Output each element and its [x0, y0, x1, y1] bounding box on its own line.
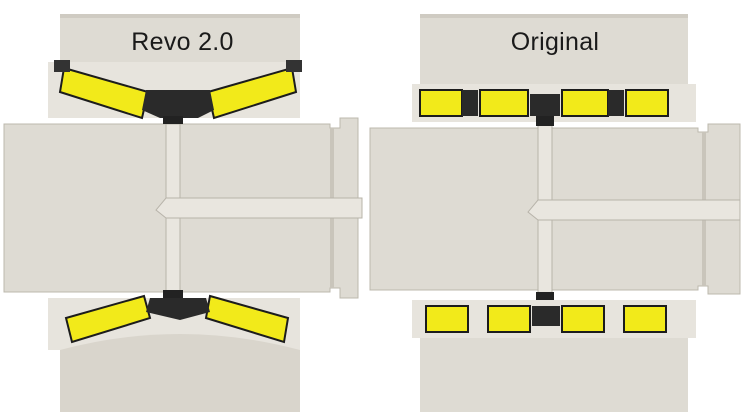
revo-top-cage — [142, 90, 214, 118]
roller — [64, 294, 152, 344]
original-horizontal-bore — [527, 199, 741, 221]
roller — [623, 305, 667, 333]
original-top-rollers — [419, 89, 669, 117]
revo-horizontal-bore — [155, 197, 363, 219]
original-bearing-diagram — [369, 14, 741, 412]
revo-bottom-rollers — [64, 294, 290, 344]
revo-panel: Revo 2.0 — [0, 0, 365, 416]
roller — [625, 89, 669, 117]
original-title: Original — [510, 28, 600, 56]
revo-top-rollers — [54, 60, 302, 120]
revo-title: Revo 2.0 — [131, 28, 234, 56]
original-bottom-cage — [532, 306, 560, 326]
roller — [487, 305, 531, 333]
original-panel: Original — [368, 0, 742, 416]
roller — [425, 305, 469, 333]
roller — [561, 305, 605, 333]
roller — [561, 89, 609, 117]
revo-bearing-diagram — [3, 14, 363, 412]
original-bottom-rollers — [425, 305, 667, 333]
original-top-cage — [530, 94, 560, 116]
roller — [419, 89, 463, 117]
revo-bottom-cage — [146, 298, 210, 320]
roller — [58, 66, 150, 120]
roller — [479, 89, 529, 117]
